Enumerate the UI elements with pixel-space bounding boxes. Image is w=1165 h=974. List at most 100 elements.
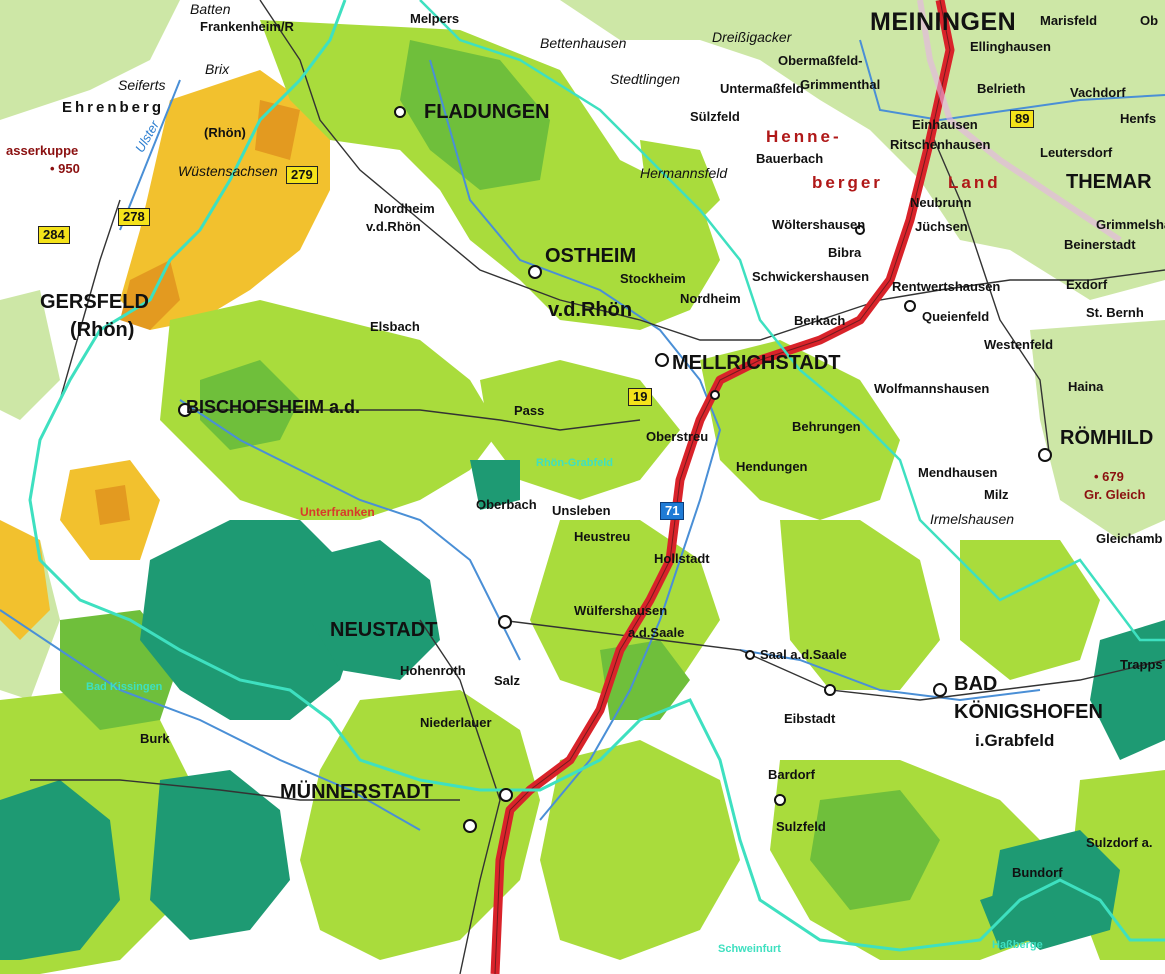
- village-henfs[interactable]: Henfs: [1120, 111, 1157, 126]
- village-nordheim[interactable]: Nordheim: [374, 201, 435, 216]
- village-seiferts[interactable]: Seiferts: [118, 77, 166, 93]
- town-grabfeld[interactable]: i.Grabfeld: [975, 731, 1055, 750]
- village-pass[interactable]: Pass: [514, 403, 545, 418]
- village-berkach[interactable]: Berkach: [794, 313, 846, 328]
- village-stedtlingen[interactable]: Stedtlingen: [610, 71, 681, 87]
- village-nordheim-2[interactable]: Nordheim: [680, 291, 741, 306]
- village-melpers[interactable]: Melpers: [410, 11, 460, 26]
- town-themar[interactable]: THEMAR: [1066, 171, 1152, 193]
- village-heustreu[interactable]: Heustreu: [574, 529, 631, 544]
- village-milz[interactable]: Milz: [984, 487, 1009, 502]
- village-dreissigacker[interactable]: Dreißigacker: [712, 29, 792, 45]
- village-beinerstadt[interactable]: Beinerstadt: [1064, 237, 1136, 252]
- village-einhausen[interactable]: Einhausen: [912, 117, 978, 132]
- village-wuelfershausen-adsaale[interactable]: a.d.Saale: [628, 625, 685, 640]
- village-ehrenberg[interactable]: Ehrenberg: [62, 99, 165, 116]
- village-ellinghausen[interactable]: Ellinghausen: [970, 39, 1051, 54]
- road-shield-b279[interactable]: 279: [286, 166, 318, 184]
- road-shield-a71[interactable]: 71: [660, 502, 685, 520]
- village-exdorf[interactable]: Exdorf: [1066, 277, 1108, 292]
- village-salz[interactable]: Salz: [494, 673, 521, 688]
- village-ob[interactable]: Ob: [1140, 13, 1159, 28]
- road-shield-b284[interactable]: 284: [38, 226, 70, 244]
- village-elsbach[interactable]: Elsbach: [370, 319, 420, 334]
- village-wuestensachsen[interactable]: Wüstensachsen: [178, 163, 278, 179]
- village-hermannsfeld[interactable]: Hermannsfeld: [640, 165, 728, 181]
- forest-dark: [0, 460, 1165, 960]
- peak-950: • 950: [50, 161, 80, 176]
- village-oberbach[interactable]: Oberbach: [476, 497, 537, 512]
- road-shield-b278[interactable]: 278: [118, 208, 150, 226]
- village-bibra[interactable]: Bibra: [828, 245, 862, 260]
- town-mellrichstadt[interactable]: MELLRICHSTADT: [672, 352, 841, 374]
- village-haina[interactable]: Haina: [1068, 379, 1104, 394]
- village-trappstadt[interactable]: Trapps: [1120, 657, 1163, 672]
- village-obermassfeld[interactable]: Obermaßfeld-: [778, 53, 863, 68]
- village-ehrenberg-rhoen[interactable]: (Rhön): [204, 125, 246, 140]
- peak-wasserkuppe[interactable]: asserkuppe: [6, 143, 79, 158]
- village-wolfmannshausen[interactable]: Wolfmannshausen: [874, 381, 990, 396]
- village-hohenroth[interactable]: Hohenroth: [400, 663, 466, 678]
- village-neubrunn[interactable]: Neubrunn: [910, 195, 972, 210]
- village-woeltershausen[interactable]: Wöltershausen: [772, 217, 866, 232]
- village-mendhausen[interactable]: Mendhausen: [918, 465, 998, 480]
- road-shield-b89[interactable]: 89: [1010, 110, 1035, 128]
- village-gleichamberg[interactable]: Gleichamb: [1096, 531, 1163, 546]
- village-grimmelshausen[interactable]: Grimmelsha: [1096, 217, 1165, 232]
- village-schwickershausen[interactable]: Schwickershausen: [752, 269, 870, 284]
- town-bischofsheim[interactable]: BISCHOFSHEIM a.d.: [186, 397, 361, 417]
- village-niederlauer[interactable]: Niederlauer: [420, 715, 492, 730]
- village-ritschenhausen[interactable]: Ritschenhausen: [890, 137, 991, 152]
- town-koenigshofen[interactable]: KÖNIGSHOFEN: [954, 701, 1103, 723]
- town-gersfeld-rhoen[interactable]: (Rhön): [70, 319, 135, 341]
- village-westenfeld[interactable]: Westenfeld: [984, 337, 1054, 352]
- village-irmelshausen[interactable]: Irmelshausen: [930, 511, 1015, 527]
- peak-gr-gleichberg[interactable]: Gr. Gleich: [1084, 487, 1146, 502]
- village-saal[interactable]: Saal a.d.Saale: [760, 647, 847, 662]
- road-shield-b19[interactable]: 19: [628, 388, 653, 406]
- village-sulzfeld-2[interactable]: Sulzfeld: [776, 819, 826, 834]
- village-bardorf[interactable]: Bardorf: [768, 767, 815, 782]
- village-hendungen[interactable]: Hendungen: [736, 459, 808, 474]
- village-nordheim-vdrhoen[interactable]: v.d.Rhön: [366, 219, 421, 234]
- village-juechsen[interactable]: Jüchsen: [915, 219, 968, 234]
- town-bad[interactable]: BAD: [954, 673, 998, 695]
- town-neustadt[interactable]: NEUSTADT: [330, 619, 438, 641]
- village-sulzdorf[interactable]: Sulzdorf a.: [1086, 835, 1153, 850]
- village-belrieth[interactable]: Belrieth: [977, 81, 1026, 96]
- village-frankenheim[interactable]: Frankenheim/R: [200, 19, 294, 34]
- village-leutersdorf[interactable]: Leutersdorf: [1040, 145, 1113, 160]
- village-marisfeld[interactable]: Marisfeld: [1040, 13, 1098, 28]
- village-bundorf[interactable]: Bundorf: [1012, 865, 1063, 880]
- town-meiningen[interactable]: MEININGEN: [870, 8, 1017, 36]
- village-burkardroth[interactable]: Burk: [140, 731, 170, 746]
- town-ostheim-vdrhoen[interactable]: v.d.Rhön: [548, 299, 633, 321]
- village-grimmenthal[interactable]: Grimmenthal: [800, 77, 881, 92]
- village-unsleben[interactable]: Unsleben: [552, 503, 611, 518]
- village-oberstreu[interactable]: Oberstreu: [646, 429, 709, 444]
- village-wuelfershausen[interactable]: Wülfershausen: [574, 603, 668, 618]
- village-sulzfeld[interactable]: Sülzfeld: [690, 109, 740, 124]
- highland-peaks: [95, 100, 300, 525]
- village-eibstadt[interactable]: Eibstadt: [784, 711, 836, 726]
- town-fladungen[interactable]: FLADUNGEN: [424, 101, 550, 123]
- town-roemhild[interactable]: RÖMHILD: [1060, 427, 1154, 449]
- village-brix[interactable]: Brix: [205, 61, 230, 77]
- village-batten[interactable]: Batten: [190, 1, 231, 17]
- village-stockheim[interactable]: Stockheim: [620, 271, 686, 286]
- village-behrungen[interactable]: Behrungen: [792, 419, 861, 434]
- town-gersfeld[interactable]: GERSFELD: [40, 291, 149, 313]
- village-bettenhausen[interactable]: Bettenhausen: [540, 35, 627, 51]
- region-unterfranken: Unterfranken: [300, 505, 375, 519]
- village-queienfeld[interactable]: Queienfeld: [922, 309, 990, 324]
- village-hollstadt[interactable]: Hollstadt: [654, 551, 710, 566]
- village-stbernhard[interactable]: St. Bernh: [1086, 305, 1144, 320]
- settlement-markers: [178, 106, 1052, 833]
- town-ostheim[interactable]: OSTHEIM: [545, 245, 637, 267]
- town-muennerstadt[interactable]: MÜNNERSTADT: [280, 781, 433, 803]
- village-rentwertshausen[interactable]: Rentwertshausen: [892, 279, 1001, 294]
- village-bauerbach[interactable]: Bauerbach: [756, 151, 824, 166]
- village-untermassfeld[interactable]: Untermaßfeld: [720, 81, 804, 96]
- village-vachdorf[interactable]: Vachdorf: [1070, 85, 1126, 100]
